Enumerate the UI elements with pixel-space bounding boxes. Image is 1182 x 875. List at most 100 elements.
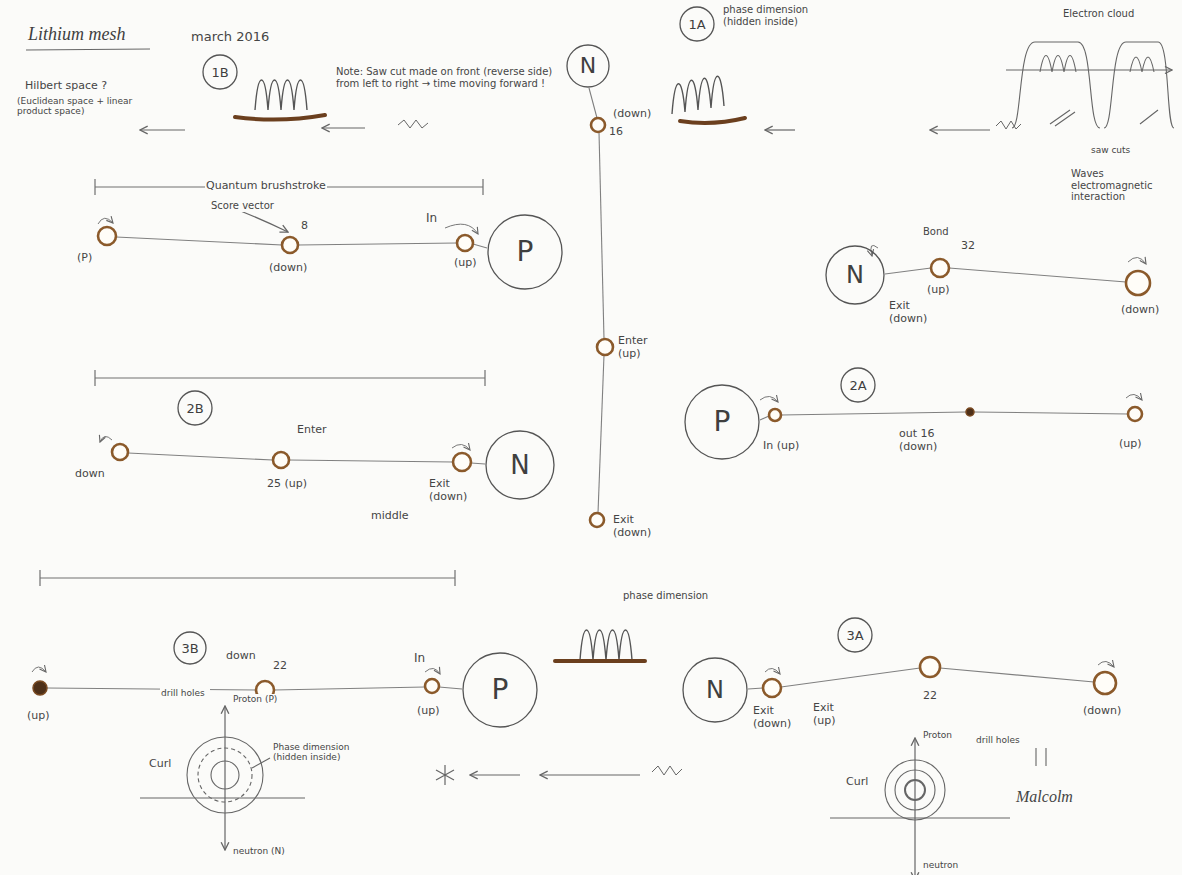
turn-arrow	[765, 668, 780, 674]
drill-hole	[457, 235, 473, 251]
drill-hole	[273, 452, 289, 468]
sketch-note: Exit (down)	[428, 478, 472, 503]
callout-circle: 2B	[177, 390, 213, 426]
pencil-line	[589, 88, 597, 118]
sketch-note: Exit (down)	[752, 705, 799, 730]
sketch-note: Proton	[922, 730, 953, 740]
turn-arrow	[445, 224, 478, 234]
drill-hole	[1126, 271, 1150, 295]
direction-arrow	[224, 706, 225, 850]
saw-cut	[555, 659, 645, 663]
sketch-note: down	[74, 468, 106, 481]
sketch-note: Exit (down)	[612, 514, 659, 539]
electron-cloud-graph	[1104, 42, 1174, 128]
circle-outline	[463, 653, 537, 727]
pencil-line	[471, 463, 485, 464]
direction-arrow	[930, 129, 990, 130]
direction-arrow	[540, 774, 640, 775]
saw-cut	[235, 115, 325, 120]
turn-arrow	[1128, 257, 1146, 264]
drill-hole	[590, 513, 604, 527]
turn-arrow	[1126, 394, 1142, 400]
particle-letter: P	[714, 408, 731, 436]
asterisk	[436, 765, 454, 785]
curl-figure	[905, 780, 925, 800]
sketch-note: 25 (up)	[266, 478, 308, 491]
particle-letter: N	[510, 452, 529, 478]
sketch-note: In	[425, 212, 438, 226]
pencil-line	[473, 244, 487, 248]
sketch-note: (Euclidean space + linear product space)	[16, 96, 168, 117]
sketch-note: (up)	[453, 257, 478, 270]
electron-cloud-graph	[1130, 57, 1154, 72]
particle-letter: N	[846, 263, 864, 287]
pencil-line	[781, 412, 966, 415]
turn-arrow	[98, 218, 113, 224]
sketch-note: (P)	[76, 252, 93, 265]
sketch-note: phase dimension (hidden inside)	[722, 4, 819, 27]
bracket	[40, 179, 485, 586]
sketch-note: (down)	[1120, 304, 1160, 317]
electron-cloud-graph	[1050, 110, 1158, 126]
sketch-note: Score vector	[210, 200, 275, 212]
drill-hole	[425, 679, 439, 693]
direction-arrow	[322, 127, 365, 128]
sketch-note: (up)	[26, 710, 51, 723]
circle-outline	[486, 431, 554, 499]
particle-letter: P	[517, 238, 534, 266]
drill-hole	[597, 339, 613, 355]
particle-letter: N	[580, 55, 596, 77]
electron-cloud-graph	[1040, 56, 1076, 73]
sketch-note: neutron (N)	[232, 846, 286, 856]
electron-cloud-graph	[1012, 42, 1100, 128]
squiggle	[398, 120, 428, 128]
sketch-note: Phase dimension (hidden inside)	[272, 742, 359, 763]
turn-arrow	[452, 444, 470, 450]
drill-hole	[931, 259, 949, 277]
direction-arrow	[470, 774, 520, 775]
callout-number: 2A	[849, 379, 866, 392]
pencil-line	[885, 268, 931, 274]
pencil-line	[940, 668, 1094, 682]
drill-hole	[98, 118, 1150, 699]
sketch-note: Exit (up)	[812, 702, 854, 727]
sketch-note: down	[225, 650, 257, 663]
direction-arrow	[140, 128, 990, 875]
particle-circle: P	[487, 214, 563, 290]
title-underline	[26, 49, 150, 50]
drill-hole	[763, 679, 781, 697]
sketch-note: march 2016	[190, 30, 270, 45]
callout-circle: 2A	[840, 367, 876, 403]
sketch-note: phase dimension	[622, 590, 709, 602]
pencil-line	[949, 268, 1126, 282]
sketch-note: (down)	[612, 108, 652, 121]
turn-arrow	[1098, 661, 1114, 667]
callout-number: 1B	[211, 66, 228, 79]
curl-figure	[187, 737, 263, 813]
callout-number: 1A	[688, 18, 705, 31]
drill-hole	[1094, 672, 1116, 694]
circle-outline	[567, 45, 609, 87]
sketch-note: Proton (P)	[232, 694, 278, 704]
particle-circle: P	[684, 384, 760, 460]
sketch-note: Bond	[922, 226, 950, 238]
callout-circle: 1B	[202, 54, 238, 90]
curl-figure	[252, 758, 270, 768]
pencil-line	[439, 687, 462, 689]
curl-figure	[140, 737, 1046, 820]
curl-figure	[1036, 748, 1046, 766]
circle-outline	[178, 391, 212, 425]
turn-arrow	[32, 218, 1146, 674]
circle-outline	[838, 618, 872, 652]
circle-outline	[203, 55, 237, 89]
bracket	[40, 570, 455, 586]
pencil-line	[598, 355, 604, 513]
particle-letter: P	[492, 676, 509, 704]
sketch-note: drill holes	[160, 688, 210, 698]
sketch-note: (up)	[926, 284, 951, 297]
direction-arrow	[914, 738, 915, 875]
sketch-note: saw cuts	[1090, 145, 1131, 155]
bracket	[95, 370, 485, 386]
asterisk	[436, 765, 454, 785]
